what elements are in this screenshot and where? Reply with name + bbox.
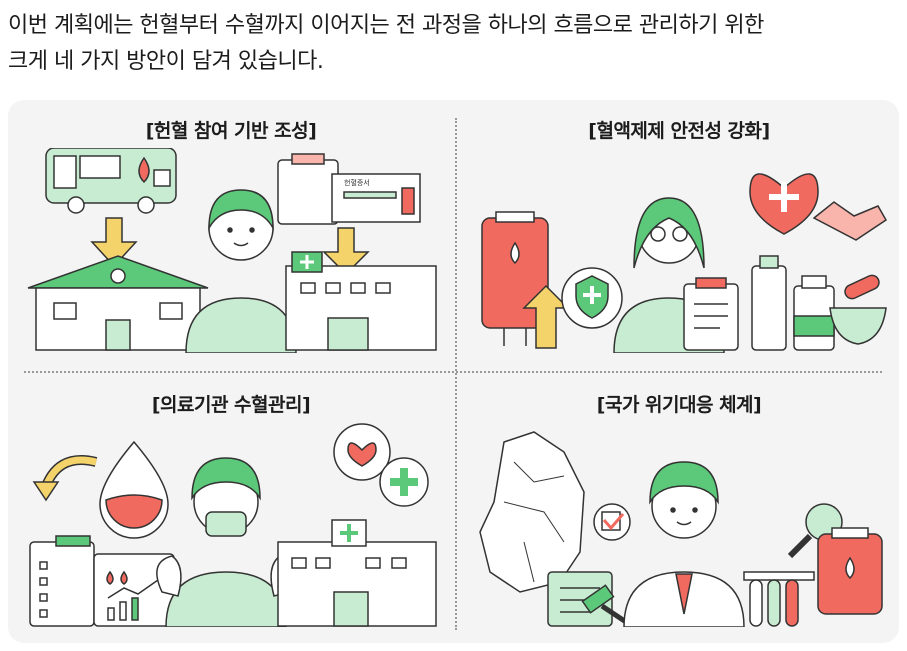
shield-icon <box>561 267 623 329</box>
korea-map-icon <box>479 431 585 593</box>
arrow-down-icon <box>322 227 370 276</box>
section-hospital-transfusion: [의료기관 수혈관리] <box>16 382 446 642</box>
section-blood-product-safety: [혈액제제 안전성 강화] <box>464 108 894 368</box>
infographic-panel: [헌혈 참여 기반 조성] <box>8 100 899 643</box>
care-heart-icon <box>333 423 391 481</box>
intro-text: 이번 계획에는 헌혈부터 수혈까지 이어지는 전 과정을 하나의 흐름으로 관리… <box>8 8 898 80</box>
donation-certificate-card: 헌혈증서 <box>277 153 421 225</box>
hospital-transfusion-illustration <box>29 423 437 627</box>
donation-bus-icon <box>45 148 177 214</box>
chart-card-icon <box>93 553 175 627</box>
school-building-icon <box>27 255 209 351</box>
medicine-bottles-icon <box>751 255 835 351</box>
section-title: [국가 위기대응 체계] <box>596 394 762 416</box>
test-tubes-icon <box>743 571 815 627</box>
checkbox-checked-icon <box>593 503 631 541</box>
blood-safety-illustration <box>481 173 887 353</box>
section-national-crisis-response: [국가 위기대응 체계] <box>464 382 894 642</box>
section-title: [헌혈 참여 기반 조성] <box>145 120 317 142</box>
heart-cross-icon <box>749 173 819 235</box>
arrow-up-icon <box>522 284 570 349</box>
handshake-icon <box>812 201 887 241</box>
certificate-label: 헌혈증서 <box>344 178 370 187</box>
law-document-icon <box>547 571 613 627</box>
arrow-down-icon <box>90 217 138 268</box>
blood-donation-illustration: 헌혈증서 <box>27 148 437 353</box>
vertical-divider <box>455 118 457 630</box>
horizontal-divider <box>24 371 882 373</box>
blood-bag-icon <box>817 527 883 615</box>
checklist-icon <box>29 535 95 627</box>
section-blood-donation-base: [헌혈 참여 기반 조성] <box>16 108 446 368</box>
official-person-icon <box>623 461 745 627</box>
mortar-bowl-icon <box>829 274 887 345</box>
hospital-building-icon <box>285 251 437 351</box>
intro-line-1: 이번 계획에는 헌혈부터 수혈까지 이어지는 전 과정을 하나의 흐름으로 관리… <box>8 13 764 38</box>
section-title: [의료기관 수혈관리] <box>151 394 311 416</box>
medical-staff-icon <box>156 457 296 627</box>
hospital-building-icon <box>277 519 437 627</box>
national-crisis-illustration <box>479 431 883 627</box>
intro-line-2: 크게 네 가지 방안이 담겨 있습니다. <box>8 49 324 74</box>
section-title: [혈액제제 안전성 강화] <box>588 120 770 142</box>
clipboard-icon <box>683 277 739 351</box>
medical-cross-icon <box>379 457 429 507</box>
blood-drop-icon <box>99 440 169 539</box>
